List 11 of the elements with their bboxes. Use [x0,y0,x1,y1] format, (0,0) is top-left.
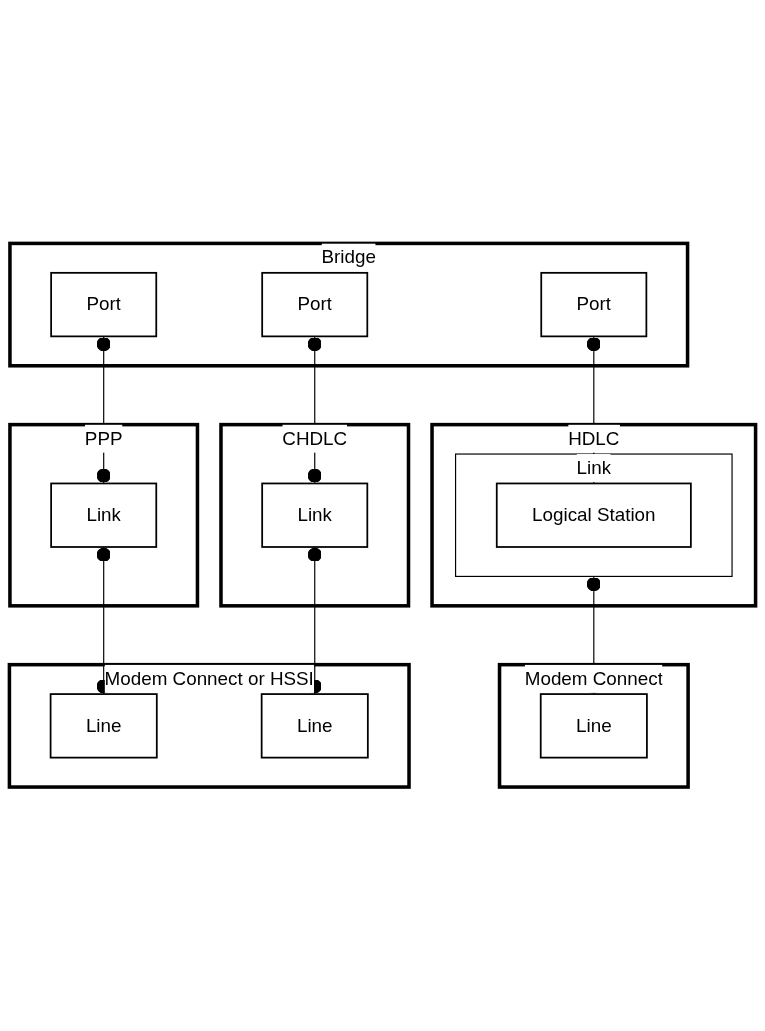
node-box: Port [261,272,369,338]
connector [307,546,322,695]
node-box: Line [260,693,369,759]
connector [96,546,111,695]
node-box: Logical Station [495,482,692,549]
node-box: Port [50,272,158,338]
node-box: Link [50,482,158,549]
node-box: Link [261,482,369,549]
node-box: Port [540,272,648,338]
node-box: Line [539,693,648,759]
node-box: Line [49,693,158,759]
